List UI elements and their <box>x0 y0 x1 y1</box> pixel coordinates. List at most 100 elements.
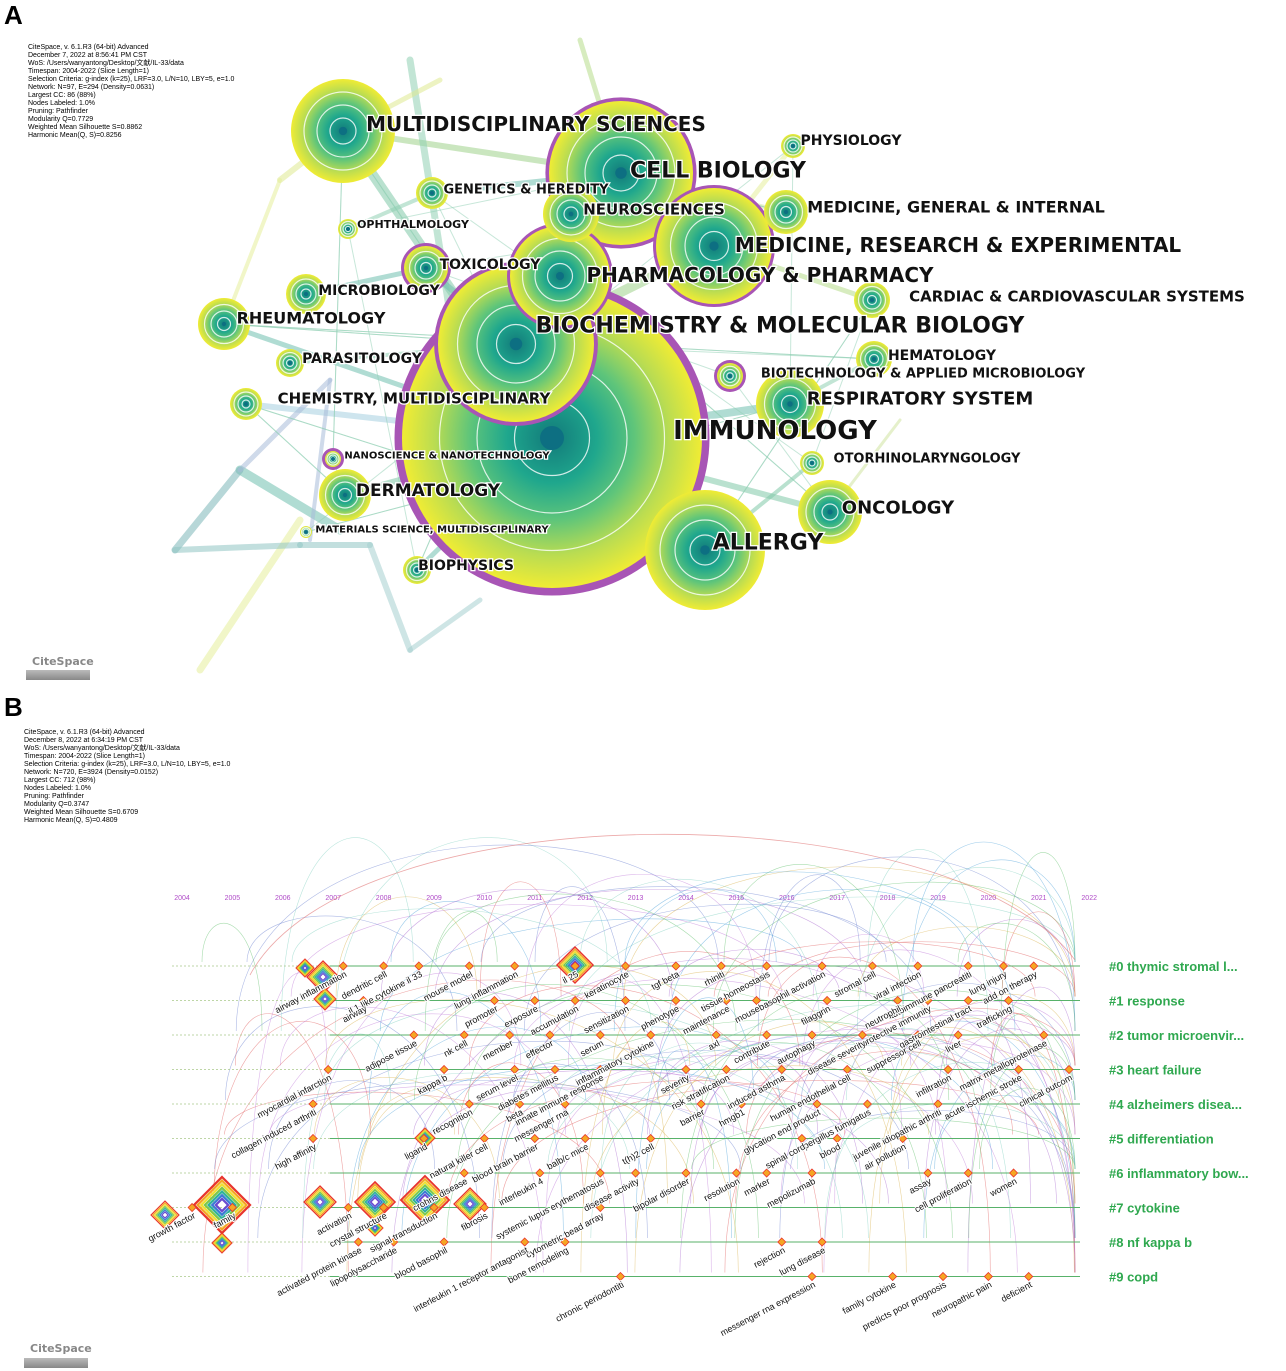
node-biotechnology-applied-microbiology[interactable] <box>714 360 746 392</box>
cluster-label[interactable]: #3 heart failure <box>1109 1063 1202 1078</box>
keyword-label: matrix metalloproteinase <box>958 1038 1049 1093</box>
keyword-label: family <box>212 1210 238 1230</box>
keyword-label: interleukin 4 <box>497 1176 545 1208</box>
keyword-label: marker <box>742 1176 771 1198</box>
node-pharmacology-pharmacy[interactable] <box>507 223 613 329</box>
node-multidisciplinary-sciences[interactable] <box>291 79 395 183</box>
node-cardiac-cardiovascular-systems[interactable] <box>854 282 890 318</box>
metadata-line: WoS: /Users/wanyantong/Desktop/文献/IL-33/… <box>24 745 180 752</box>
node-label: NEUROSCIENCES <box>583 200 725 218</box>
cluster-label[interactable]: #7 cytokine <box>1109 1201 1180 1216</box>
node-biophysics[interactable] <box>403 556 431 584</box>
node-label: IMMUNOLOGY <box>673 416 878 446</box>
node-toxicology[interactable] <box>401 243 451 293</box>
logo-b-text: CiteSpace <box>30 1342 92 1355</box>
keyword-label: systemic lupus erythematosus <box>494 1176 606 1242</box>
keyword-label: t(h)2 cell <box>620 1141 655 1166</box>
year-label: 2010 <box>477 895 493 902</box>
year-label: 2016 <box>779 895 795 902</box>
keyword-label: disease activity <box>582 1176 641 1214</box>
keyword-label: member <box>481 1038 515 1062</box>
node-otorhinolaryngology[interactable] <box>800 451 824 475</box>
year-label: 2017 <box>829 895 845 902</box>
cluster-label[interactable]: #2 tumor microenvir... <box>1109 1028 1244 1043</box>
node-label: MICROBIOLOGY <box>318 283 440 299</box>
keyword-label: lung disease <box>778 1245 827 1278</box>
keyword-label: neuropathic pain <box>930 1279 993 1319</box>
node-neurosciences[interactable] <box>543 186 599 242</box>
node-chemistry-multidisciplinary[interactable] <box>230 388 262 420</box>
node-dermatology[interactable] <box>319 469 371 521</box>
node-medicine-research-experimental[interactable] <box>653 185 775 307</box>
keyword-label: neutrophil <box>863 1003 903 1030</box>
keyword-label: blood <box>818 1141 842 1160</box>
timeline-arcs <box>201 833 1076 1273</box>
year-label: 2009 <box>426 895 442 902</box>
keyword-label: airway <box>341 1003 369 1024</box>
keyword-label: messenger rna <box>512 1107 570 1144</box>
keyword-label: promoter <box>463 1003 499 1029</box>
keyword-label: airway inflammation <box>273 969 348 1015</box>
cluster-label[interactable]: #8 nf kappa b <box>1109 1235 1192 1250</box>
cluster-label[interactable]: #6 inflammatory bow... <box>1109 1166 1249 1181</box>
keyword-label: lung inflammation <box>453 969 520 1011</box>
node-label: ALLERGY <box>713 531 825 556</box>
metadata-line: Pruning: Pathfinder <box>28 108 88 115</box>
keyword-label: disease severity <box>806 1038 868 1077</box>
keyword-label: juvenile idiopathic arthriti <box>850 1107 943 1163</box>
cluster-label[interactable]: #9 copd <box>1109 1270 1158 1285</box>
node-label: BIOPHYSICS <box>418 558 514 574</box>
keyword-label: signal transduction <box>368 1210 439 1254</box>
keyword-label: effector <box>524 1038 555 1061</box>
keyword-label: rejection <box>752 1245 787 1270</box>
node-genetics-heredity[interactable] <box>416 177 448 209</box>
node-nanoscience-nanotechnology[interactable] <box>322 448 344 470</box>
keyword-label: crystal structure <box>328 1210 389 1249</box>
keyword-label: contribute <box>732 1038 772 1065</box>
keyword-label: barrier <box>678 1107 706 1128</box>
keyword-label: tgf beta <box>650 969 681 992</box>
keyword-label: keratinocyte <box>583 969 631 1001</box>
keyword-label: rhiniti <box>703 969 727 988</box>
metadata-line: December 8, 2022 at 6:34:19 PM CST <box>24 737 144 744</box>
keyword-label: kappa b <box>416 1072 449 1096</box>
keyword-label: sensitization <box>582 1003 630 1035</box>
node-physiology[interactable] <box>781 134 805 158</box>
node-label: CELL BIOLOGY <box>630 159 807 184</box>
node-medicine-general-internal[interactable] <box>764 190 808 234</box>
node-parasitology[interactable] <box>276 349 304 377</box>
keyword-label: viral infection <box>872 969 923 1002</box>
node-label: OTORHINOLARYNGOLOGY <box>834 452 1022 467</box>
year-label: 2012 <box>577 895 593 902</box>
keyword-label: assay <box>907 1176 933 1196</box>
keyword-label: clinical outcom <box>1017 1072 1074 1109</box>
keyword-label: myocardial infarction <box>256 1072 334 1120</box>
node-hematology[interactable] <box>856 341 892 377</box>
node-allergy[interactable] <box>645 490 765 610</box>
node-respiratory-system[interactable] <box>756 370 824 438</box>
panel-b-letter: B <box>4 692 23 722</box>
cluster-label[interactable]: #4 alzheimers disea... <box>1109 1097 1242 1112</box>
year-label: 2011 <box>527 895 542 902</box>
keyword-label: deficient <box>999 1279 1034 1304</box>
year-label: 2008 <box>376 895 392 902</box>
node-microbiology[interactable] <box>286 274 326 314</box>
node-ophthalmology[interactable] <box>338 219 358 239</box>
keyword-label: basophil activation <box>757 969 827 1013</box>
node-materials-science-multidisciplinary[interactable] <box>300 526 312 538</box>
metadata-line: Modularity Q=0.7729 <box>28 116 94 123</box>
keyword-label: bipolar disorder <box>631 1176 690 1214</box>
keyword-label: mepolizumab <box>765 1176 817 1210</box>
keyword-label: cell proliferation <box>913 1176 973 1214</box>
year-label: 2019 <box>930 895 946 902</box>
cluster-label[interactable]: #5 differentiation <box>1109 1132 1214 1147</box>
keyword-label: air pollution <box>862 1141 907 1171</box>
timeline-lanes: #0 thymic stromal l... #1 response #2 tumo… <box>172 959 1249 1285</box>
node-rheumatology[interactable] <box>198 298 250 350</box>
cluster-label[interactable]: #1 response <box>1109 994 1185 1009</box>
node-oncology[interactable] <box>798 480 862 544</box>
year-label: 2018 <box>880 895 896 902</box>
cluster-label[interactable]: #0 thymic stromal l... <box>1109 959 1238 974</box>
metadata-line: Timespan: 2004-2022 (Slice Length=1) <box>28 68 149 75</box>
